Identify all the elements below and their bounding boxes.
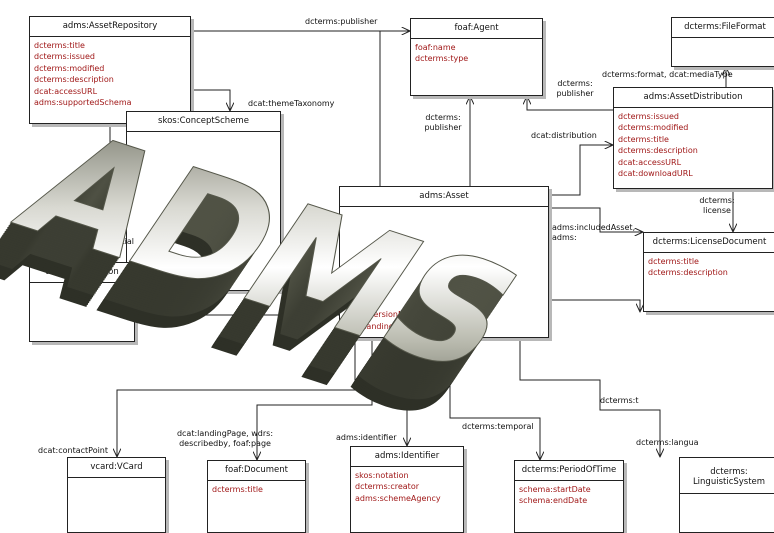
relation-line: [449, 338, 540, 460]
label-theme-taxonomy: dcat:themeTaxonomy: [248, 99, 335, 108]
class-name: dcterms:LicenseDocument: [644, 233, 774, 253]
class-location[interactable]: dcterms:Location: [29, 262, 135, 342]
class-attribute: dcterms:title: [618, 134, 669, 144]
class-asset[interactable]: adms:Asset adms:versionNotes dcat:landing…: [339, 186, 549, 338]
class-foaf-agent[interactable]: foaf:Agent foaf:name dcterms:type: [410, 18, 543, 96]
class-name: adms:AssetRepository: [30, 17, 190, 37]
relation-line: [549, 145, 613, 196]
attribute-list: dcterms:title dcterms:description: [644, 253, 774, 282]
relation-line: [257, 338, 373, 460]
label-landing-page: dcat:landingPage, wdrs: describedby, foa…: [176, 429, 274, 448]
label-distribution: dcat:distribution: [531, 131, 597, 140]
class-attribute: dcterms:description: [648, 268, 728, 278]
class-file-format[interactable]: dcterms:FileFormat: [671, 17, 774, 67]
label-asset-publisher: dcterms: publisher: [424, 113, 462, 132]
label-temporal: dcterms:temporal: [462, 422, 534, 431]
attribute-list: schema:startDate schema:endDate: [515, 481, 623, 510]
relation-line: [519, 338, 660, 457]
class-attribute: dcterms:creator: [355, 482, 419, 492]
class-name: skos:ConceptScheme: [127, 112, 280, 132]
label-format-mediatype: dcterms:format, dcat:mediaType: [602, 70, 733, 79]
attribute-list: adms:versionNotes dcat:landingPage: [340, 306, 425, 335]
label-identifier: adms:identifier: [336, 433, 397, 442]
class-attribute: dcterms:title: [212, 484, 263, 494]
class-attribute: dcterms:modified: [618, 123, 689, 133]
relation-line: [191, 30, 380, 250]
label-repo-publisher: dcterms:publisher: [305, 17, 378, 26]
class-attribute: schema:startDate: [519, 484, 591, 494]
class-attribute: dcterms:type: [415, 54, 469, 64]
class-name: vcard:VCard: [68, 458, 165, 478]
class-attribute: adms:versionNotes: [344, 310, 422, 319]
class-attribute: dcat:accessURL: [34, 86, 98, 96]
relation-line: [191, 89, 230, 111]
class-name: adms:Identifier: [351, 447, 463, 467]
class-name: adms:Asset: [340, 187, 548, 207]
class-name: adms:AssetDistribution: [614, 88, 772, 108]
class-name: dcterms:FileFormat: [672, 18, 774, 38]
label-theme: dcterms:t: [600, 396, 639, 405]
class-attribute: dcterms:title: [34, 40, 85, 50]
label-asset-spatial: dcterms:spatial: [140, 301, 202, 310]
label-included-asset: adms:includedAsset, adms:: [552, 223, 636, 242]
class-attribute: dcterms:modified: [34, 63, 105, 73]
class-name: dcterms:Location: [30, 263, 134, 283]
class-name: foaf:Document: [208, 461, 305, 481]
class-name: foaf:Agent: [411, 19, 542, 39]
class-attribute: dcat:downloadURL: [618, 169, 693, 179]
label-license: dcterms: license: [699, 196, 735, 215]
attribute-list: dcterms:title: [208, 481, 305, 499]
class-identifier[interactable]: adms:Identifier skos:notation dcterms:cre…: [350, 446, 464, 533]
class-attribute: dcat:accessURL: [618, 157, 682, 167]
class-attribute: adms:schemeAgency: [355, 493, 441, 503]
relation-line: [549, 207, 643, 232]
label-repo-spatial: dcterms:spatial: [72, 237, 134, 246]
class-attribute: dcterms:issued: [618, 111, 679, 121]
class-attribute: adms:supportedSchema: [34, 98, 132, 108]
class-name: dcterms: LinguisticSystem: [680, 458, 774, 494]
class-linguistic-system[interactable]: dcterms: LinguisticSystem: [679, 457, 774, 533]
relation-line: [549, 299, 640, 312]
attribute-list: foaf:name dcterms:type: [411, 39, 542, 68]
class-attribute: foaf:name: [415, 42, 456, 52]
class-attribute: dcat:landingPage: [344, 321, 414, 331]
class-name: dcterms:PeriodOfTime: [515, 461, 623, 481]
relation-line: [527, 96, 613, 111]
class-attribute: schema:endDate: [519, 496, 588, 506]
class-attribute: skos:notation: [355, 470, 409, 480]
class-attribute: dcterms:issued: [34, 52, 95, 62]
relation-line: [117, 338, 356, 457]
class-attribute: dcterms:title: [648, 256, 699, 266]
label-contact-point: dcat:contactPoint: [38, 446, 109, 455]
class-attribute: dcterms:description: [34, 75, 114, 85]
label-dist-publisher: dcterms: publisher: [556, 79, 594, 98]
class-vcard[interactable]: vcard:VCard: [67, 457, 166, 533]
class-attribute: dcterms:description: [618, 146, 698, 156]
label-language: dcterms:langua: [636, 438, 699, 447]
class-foaf-document[interactable]: foaf:Document dcterms:title: [207, 460, 306, 533]
class-concept-scheme[interactable]: skos:ConceptScheme: [126, 111, 281, 291]
